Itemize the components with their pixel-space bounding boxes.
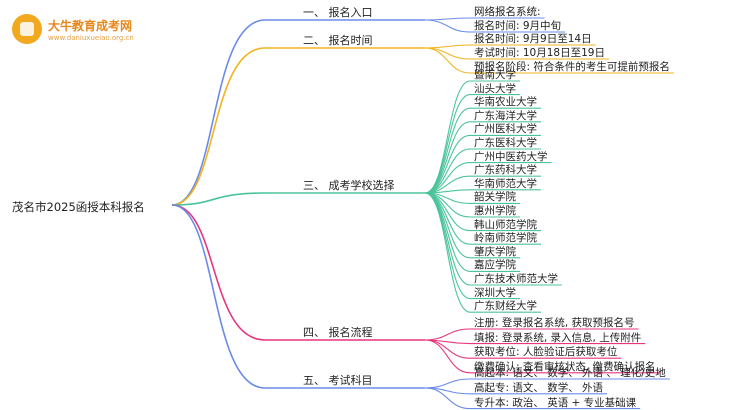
leaf-node: 广东技术师范大学 bbox=[474, 273, 558, 285]
logo-title: 大牛教育成考网 bbox=[48, 19, 133, 33]
leaf-connector bbox=[424, 19, 471, 33]
leaf-node: 报名时间: 9月中旬 bbox=[474, 20, 562, 32]
leaf-node: 广州中医药大学 bbox=[474, 150, 548, 163]
leaf-node: 深圳大学 bbox=[474, 286, 516, 299]
leaf-node: 缴费确认: 查看审核状态, 缴费确认报名 bbox=[474, 360, 656, 373]
leaf-connector bbox=[424, 17, 471, 21]
leaf-connector bbox=[424, 192, 471, 286]
branch-label: 一、 报名入口 bbox=[303, 6, 373, 19]
leaf-node: 华南农业大学 bbox=[474, 96, 537, 109]
branch-label: 四、 报名流程 bbox=[303, 326, 373, 339]
leaf-node: 填报: 登录系统, 录入信息, 上传附件 bbox=[474, 331, 642, 344]
branch-connector bbox=[171, 47, 266, 206]
leaf-node: 考试时间: 10月18日至19日 bbox=[474, 47, 605, 59]
leaf-node: 获取考位: 人脸验证后获取考位 bbox=[474, 346, 618, 359]
branch-connector bbox=[171, 204, 266, 341]
leaf-connector bbox=[424, 192, 471, 300]
leaf-connector bbox=[424, 328, 471, 341]
logo-subtitle: www.daniuxueiao.org.cn bbox=[48, 34, 134, 42]
branch-label: 五、 考试科目 bbox=[303, 374, 373, 387]
leaf-node: 报名时间: 9月9日至14日 bbox=[474, 33, 592, 45]
root-topic: 茂名市2025函授本科报名 bbox=[12, 200, 145, 214]
leaf-connector bbox=[424, 94, 471, 194]
site-logo: 大牛教育成考网 www.daniuxueiao.org.cn bbox=[12, 14, 162, 48]
branch-connector bbox=[171, 192, 266, 206]
leaf-node: 岭南师范学院 bbox=[474, 232, 537, 245]
leaf-node: 肇庆学院 bbox=[474, 245, 516, 258]
leaf-node: 广州医科大学 bbox=[474, 123, 537, 136]
leaf-node: 惠州学院 bbox=[474, 205, 516, 217]
leaf-node: 韶关学院 bbox=[474, 191, 516, 204]
leaf-node: 嘉应学院 bbox=[474, 259, 516, 272]
logo-badge-icon bbox=[12, 14, 42, 44]
branch-label: 二、 报名时间 bbox=[303, 34, 373, 47]
leaf-connector bbox=[424, 80, 471, 194]
leaf-node: 暨南大学 bbox=[474, 69, 516, 81]
leaf-node: 预报名阶段: 符合条件的考生可提前预报名 bbox=[474, 61, 670, 73]
leaf-node: 广东药科大学 bbox=[474, 164, 537, 177]
leaf-node: 韩山师范学院 bbox=[474, 218, 537, 231]
leaf-connector bbox=[424, 378, 471, 389]
leaf-node: 网络报名系统: bbox=[474, 6, 541, 18]
leaf-node: 汕头大学 bbox=[474, 82, 516, 95]
branch-connector bbox=[171, 204, 266, 389]
leaf-connector bbox=[424, 192, 471, 245]
leaf-connector bbox=[424, 121, 471, 194]
leaf-connector bbox=[424, 107, 471, 194]
leaf-node: 高起本: 语文、 数学、 外语 、 理化/史地 bbox=[474, 367, 666, 379]
leaf-connector bbox=[424, 47, 471, 60]
leaf-connector bbox=[424, 47, 471, 74]
leaf-node: 专升本: 政治、 英语 + 专业基础课 bbox=[474, 396, 637, 409]
leaf-node: 华南师范大学 bbox=[474, 177, 537, 190]
leaf-connector bbox=[424, 387, 471, 410]
leaf-node: 注册: 登录报名系统, 获取预报名号 bbox=[474, 317, 635, 329]
leaf-connector bbox=[424, 339, 471, 374]
leaf-node: 广东海洋大学 bbox=[474, 109, 537, 122]
leaf-connector bbox=[424, 44, 471, 49]
branch-label: 三、 成考学校选择 bbox=[303, 179, 395, 192]
leaf-node: 广东医科大学 bbox=[474, 137, 537, 149]
leaf-node: 广东财经大学 bbox=[474, 300, 537, 313]
branch-connector bbox=[171, 19, 266, 206]
leaf-node: 高起专: 语文、 数学、 外语 bbox=[474, 381, 604, 394]
leaf-connector bbox=[424, 192, 471, 313]
